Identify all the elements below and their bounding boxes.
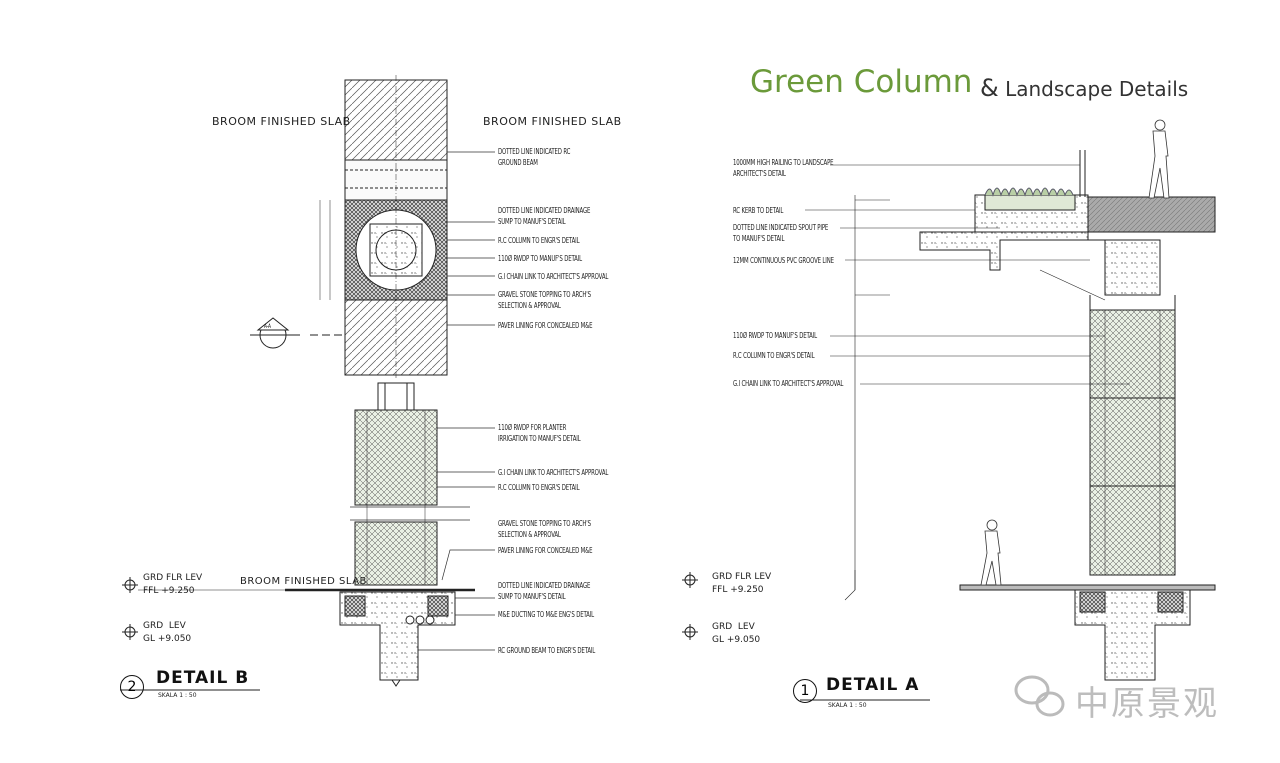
level-name: GRD LEV: [712, 622, 755, 632]
title-amp: &: [980, 74, 999, 102]
slab-label-left: BROOM FINISHED SLAB: [212, 115, 351, 128]
b-label: PAVER LINING FOR CONCEALED M&E: [498, 321, 593, 330]
a-label: G.I CHAIN LINK TO ARCHITECT'S APPROVAL: [733, 379, 844, 388]
a-level-ffl: GRD FLR LEV FFL +9.250: [712, 571, 771, 597]
detail-b-number: 2: [120, 675, 144, 699]
detail-a-scale: SKALA 1 : 50: [828, 702, 867, 709]
b-label: DOTTED LINE INDICATED RC GROUND BEAM: [498, 147, 571, 167]
level-name: GRD FLR LEV: [143, 573, 203, 583]
detail-b-elevation: [120, 382, 475, 691]
a-label: 110Ø RWDP TO MANUF'S DETAIL: [733, 331, 817, 340]
watermark-text: 中原景观: [1075, 684, 1219, 724]
level-value: GL +9.050: [143, 634, 192, 644]
a-label: DOTTED LINE INDICATED SPOUT PIPE TO MANU…: [733, 223, 829, 243]
level-name: GRD LEV: [143, 621, 186, 631]
a-level-gl: GRD LEV GL +9.050: [712, 621, 760, 647]
title-subtitle: & Landscape Details: [980, 74, 1188, 102]
b-label: DOTTED LINE INDICATED DRAINAGE SUMP TO M…: [498, 206, 591, 226]
detail-a-title: DETAIL A: [826, 675, 920, 695]
detail-b-plan-section: [250, 75, 448, 380]
detail-a-number: 1: [793, 679, 817, 703]
title-green-column: Green Column: [750, 64, 973, 100]
section-marker: A-A: [264, 323, 271, 330]
b-label: R.C COLUMN TO ENGR'S DETAIL: [498, 236, 580, 245]
b-label: GRAVEL STONE TOPPING TO ARCH'S SELECTION…: [498, 290, 591, 310]
b-level-ffl: GRD FLR LEV FFL +9.250: [143, 572, 202, 598]
wechat-icon: [1014, 675, 1065, 717]
b-label: 110Ø RWDP FOR PLANTER IRRIGATION TO MANU…: [498, 423, 581, 443]
b-label: R.C COLUMN TO ENGR'S DETAIL: [498, 483, 580, 492]
b-label: PAVER LINING FOR CONCEALED M&E: [498, 546, 593, 555]
a-label: R.C COLUMN TO ENGR'S DETAIL: [733, 351, 815, 360]
a-label: 1000MM HIGH RAILING TO LANDSCAPE ARCHITE…: [733, 158, 834, 178]
level-name: GRD FLR LEV: [712, 572, 772, 582]
title-sub-text: Landscape Details: [1005, 77, 1189, 101]
level-value: FFL +9.250: [143, 586, 195, 596]
slab-label-right: BROOM FINISHED SLAB: [483, 115, 622, 128]
b-label: G.I CHAIN LINK TO ARCHITECT'S APPROVAL: [498, 272, 609, 281]
b-label: M&E DUCTING TO M&E ENG'S DETAIL: [498, 610, 594, 619]
b-label: GRAVEL STONE TOPPING TO ARCH'S SELECTION…: [498, 519, 591, 539]
a-label: 12MM CONTINUOUS PVC GROOVE LINE: [733, 256, 834, 265]
level-value: FFL +9.250: [712, 585, 764, 595]
b-label: RC GROUND BEAM TO ENGR'S DETAIL: [498, 646, 596, 655]
b-label: DOTTED LINE INDICATED DRAINAGE SUMP TO M…: [498, 581, 591, 601]
person-figure: [980, 119, 1170, 586]
detail-a-section: [682, 150, 1216, 701]
b-level-gl: GRD LEV GL +9.050: [143, 620, 191, 646]
b-label: 110Ø RWDP TO MANUF'S DETAIL: [498, 254, 582, 263]
slab-label-lower: BROOM FINISHED SLAB: [240, 576, 367, 587]
b-label: G.I CHAIN LINK TO ARCHITECT'S APPROVAL: [498, 468, 609, 477]
detail-b-title: DETAIL B: [156, 668, 250, 688]
level-value: GL +9.050: [712, 635, 761, 645]
detail-b-scale: SKALA 1 : 50: [158, 692, 197, 699]
detail-b-leaders: [350, 151, 495, 651]
a-label: RC KERB TO DETAIL: [733, 206, 784, 215]
